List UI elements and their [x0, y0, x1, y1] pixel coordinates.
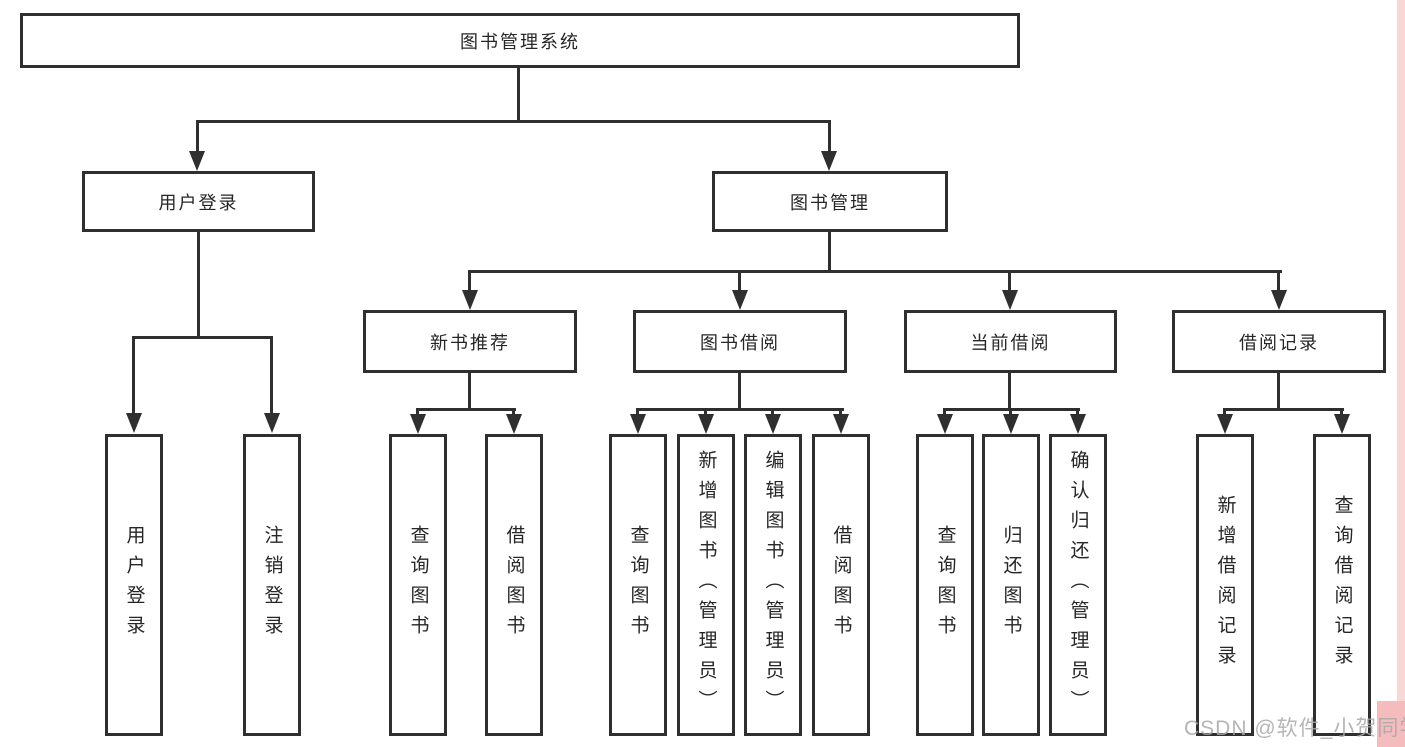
- node-leaf-user-login: 用户登录: [105, 434, 163, 736]
- node-leaf-current-query: 查询图书: [916, 434, 974, 736]
- connector-line: [1223, 408, 1226, 416]
- connector-line: [636, 408, 844, 411]
- arrowhead-icon: [506, 414, 522, 434]
- connector-line: [197, 232, 200, 337]
- connector-line: [468, 270, 1282, 273]
- connector-line: [1277, 373, 1280, 408]
- node-leaf-borrow-add: 新增图书（管理员）: [677, 434, 735, 736]
- node-leaf-current-confirm: 确认归还（管理员）: [1049, 434, 1107, 736]
- arrowhead-icon: [821, 151, 837, 171]
- arrowhead-icon: [264, 413, 280, 433]
- node-leaf-borrow-borrow: 借阅图书: [812, 434, 870, 736]
- connector-line: [1008, 270, 1011, 292]
- node-borrow: 图书借阅: [633, 310, 847, 373]
- arrowhead-icon: [189, 151, 205, 171]
- connector-line: [1340, 408, 1343, 416]
- node-current-label: 当前借阅: [970, 332, 1051, 353]
- arrowhead-icon: [937, 414, 953, 434]
- connector-line: [828, 232, 831, 271]
- node-new-book-label: 新书推荐: [430, 332, 510, 353]
- connector-line: [1009, 408, 1012, 416]
- connector-line: [196, 120, 199, 152]
- arrowhead-icon: [630, 414, 646, 434]
- node-root-label: 图书管理系统: [460, 31, 580, 52]
- arrowhead-icon: [126, 413, 142, 433]
- connector-line: [738, 373, 741, 408]
- leaf-label: 归还图书: [1000, 525, 1022, 645]
- connector-line: [1076, 408, 1079, 416]
- connector-line: [839, 408, 842, 416]
- node-leaf-record-add: 新增借阅记录: [1196, 434, 1254, 736]
- node-user-login-label: 用户登录: [158, 192, 239, 213]
- leaf-label: 新增借阅记录: [1214, 495, 1236, 675]
- node-root: 图书管理系统: [20, 13, 1020, 68]
- connector-line: [132, 336, 273, 339]
- arrowhead-icon: [410, 414, 426, 434]
- leaf-label: 查询图书: [934, 525, 956, 645]
- leaf-label: 编辑图书（管理员）: [762, 450, 784, 720]
- node-leaf-newbook-query: 查询图书: [389, 434, 447, 736]
- csdn-watermark: CSDN @软件_小贺同学: [1184, 717, 1405, 740]
- pink-corner-patch: [1377, 701, 1405, 747]
- arrowhead-icon: [1217, 414, 1233, 434]
- connector-line: [704, 408, 707, 416]
- node-borrow-label: 图书借阅: [700, 332, 780, 353]
- leaf-label: 查询图书: [627, 525, 649, 645]
- connector-line: [636, 408, 639, 416]
- node-book-mgmt: 图书管理: [712, 171, 948, 232]
- arrowhead-icon: [1271, 290, 1287, 310]
- node-new-book: 新书推荐: [363, 310, 577, 373]
- connector-line: [738, 270, 741, 292]
- node-book-mgmt-label: 图书管理: [790, 192, 870, 213]
- connector-line: [416, 408, 419, 416]
- leaf-label: 查询图书: [407, 525, 429, 645]
- arrowhead-icon: [1002, 290, 1018, 310]
- connector-line: [196, 120, 831, 123]
- leaf-label: 确认归还（管理员）: [1067, 450, 1089, 720]
- node-user-login: 用户登录: [82, 171, 315, 232]
- arrowhead-icon: [732, 290, 748, 310]
- arrowhead-icon: [1070, 414, 1086, 434]
- arrowhead-icon: [462, 290, 478, 310]
- node-leaf-borrow-edit: 编辑图书（管理员）: [744, 434, 802, 736]
- node-records: 借阅记录: [1172, 310, 1386, 373]
- connector-line: [1277, 270, 1280, 292]
- leaf-label: 用户登录: [123, 525, 145, 645]
- leaf-label: 借阅图书: [503, 525, 525, 645]
- connector-line: [468, 373, 471, 408]
- leaf-label: 新增图书（管理员）: [695, 450, 717, 720]
- connector-line: [468, 270, 471, 292]
- leaf-label: 注销登录: [261, 525, 283, 645]
- connector-line: [416, 408, 516, 411]
- connector-line: [132, 336, 135, 414]
- connector-line: [270, 336, 273, 414]
- connector-line: [828, 120, 831, 152]
- leaf-label: 借阅图书: [830, 525, 852, 645]
- connector-line: [512, 408, 515, 416]
- arrowhead-icon: [1003, 414, 1019, 434]
- connector-line: [943, 408, 946, 416]
- arrowhead-icon: [765, 414, 781, 434]
- node-current: 当前借阅: [904, 310, 1117, 373]
- connector-line: [517, 68, 520, 120]
- node-records-label: 借阅记录: [1239, 332, 1319, 353]
- arrowhead-icon: [1334, 414, 1350, 434]
- arrowhead-icon: [698, 414, 714, 434]
- leaf-label: 查询借阅记录: [1331, 495, 1353, 675]
- node-leaf-record-query: 查询借阅记录: [1313, 434, 1371, 736]
- connector-line: [1008, 373, 1011, 408]
- pink-edge-strip: [1397, 0, 1405, 747]
- node-leaf-logout: 注销登录: [243, 434, 301, 736]
- node-leaf-current-return: 归还图书: [982, 434, 1040, 736]
- node-leaf-newbook-borrow: 借阅图书: [485, 434, 543, 736]
- connector-line: [1223, 408, 1344, 411]
- node-leaf-borrow-query: 查询图书: [609, 434, 667, 736]
- arrowhead-icon: [833, 414, 849, 434]
- connector-line: [771, 408, 774, 416]
